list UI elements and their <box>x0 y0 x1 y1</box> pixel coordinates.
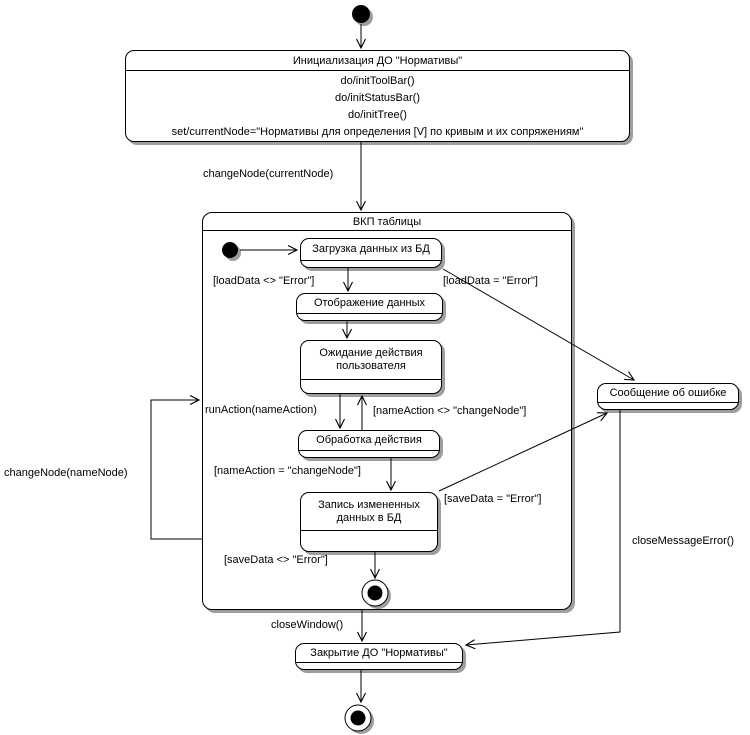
state-compartment <box>297 313 442 320</box>
state-wait-user-action[interactable]: Ожидание действия пользователя <box>300 340 442 394</box>
state-title: Инициализация ДО "Нормативы" <box>126 51 629 71</box>
state-action-line: do/initStatusBar() <box>335 91 420 104</box>
transition-label-close-message-error: closeMessageError() <box>632 535 735 547</box>
state-compartment <box>299 450 439 457</box>
state-process-action[interactable]: Обработка действия <box>298 430 440 458</box>
state-actions: do/initToolBar() do/initStatusBar() do/i… <box>126 71 629 141</box>
state-title: Обработка действия <box>316 434 422 446</box>
state-compartment <box>598 402 738 409</box>
state-save-data[interactable]: Запись измененных данных в БД <box>300 492 438 552</box>
state-compartment <box>301 379 441 393</box>
state-title: ВКП таблицы <box>203 213 571 231</box>
state-error-message[interactable]: Сообщение об ошибке <box>597 383 739 410</box>
transition-label-load-ok: [loadData <> "Error"] <box>213 275 315 287</box>
state-close-do-normativy[interactable]: Закрытие ДО "Нормативы" <box>295 643 463 670</box>
state-action-line: set/currentNode="Нормативы для определен… <box>171 125 584 138</box>
transition-label-save-ok: [saveData <> "Error"] <box>224 554 328 566</box>
transition-label-load-error: [loadData = "Error"] <box>443 275 538 287</box>
state-action-line: do/initToolBar() <box>340 74 415 87</box>
state-title: Отображение данных <box>313 297 426 309</box>
transition-label-change-node-current: changeNode(currentNode) <box>203 168 334 180</box>
transition-label-change-node-name: changeNode(nameNode) <box>4 467 128 479</box>
state-title: Ожидание действия пользователя <box>319 347 423 372</box>
state-title: Загрузка данных из БД <box>312 243 430 255</box>
state-init-do-normativy[interactable]: Инициализация ДО "Нормативы" do/initTool… <box>125 50 630 142</box>
transition-label-save-error: [saveData = "Error"] <box>444 493 542 505</box>
state-title: Сообщение об ошибке <box>609 386 727 399</box>
state-action-line: do/initTree() <box>348 108 407 121</box>
transition-label-close-window: closeWindow() <box>271 619 344 631</box>
state-compartment <box>301 530 437 551</box>
transition-label-run-action: runAction(nameAction) <box>205 404 317 416</box>
state-load-data[interactable]: Загрузка данных из БД <box>300 238 442 268</box>
state-display-data[interactable]: Отображение данных <box>296 293 443 321</box>
state-compartment <box>296 662 462 669</box>
transition-label-action-not-change: [nameAction <> "changeNode"] <box>373 405 527 417</box>
transition-label-action-change: [nameAction = "changeNode"] <box>214 465 361 477</box>
state-title: Запись измененных данных в БД <box>318 498 420 524</box>
state-compartment <box>301 260 441 267</box>
state-title: Закрытие ДО "Нормативы" <box>310 646 448 659</box>
